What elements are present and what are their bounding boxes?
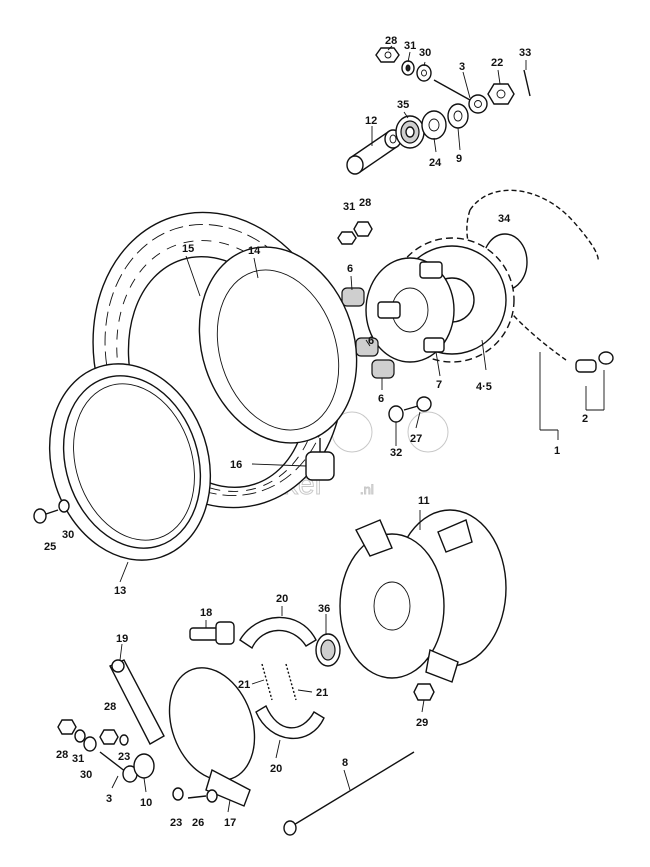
callout-35: 35 [397, 99, 409, 111]
master-link-2-part [575, 351, 614, 373]
nut-28-part [375, 47, 400, 63]
nut-29-part [413, 683, 435, 701]
bearing-36-part [315, 633, 341, 667]
callout-11: 11 [418, 495, 430, 507]
washer-32-part [388, 405, 404, 423]
brake-shoe-upper-20-part [239, 616, 317, 650]
callout-21-left: 21 [238, 679, 250, 691]
adjuster-3-part [433, 79, 471, 101]
washer-23-lower-part [172, 787, 184, 801]
callout-22: 22 [491, 57, 503, 69]
callout-10: 10 [140, 797, 152, 809]
callout-6-b: 6 [368, 335, 374, 347]
callout-27: 27 [410, 433, 422, 445]
callout-16: 16 [230, 459, 242, 471]
inner-tube-14-part [198, 246, 358, 444]
nut-28-lower-part [57, 719, 77, 735]
washer-23-part [119, 734, 129, 746]
callout-29: 29 [416, 717, 428, 729]
nut-31-upper-part [337, 231, 357, 245]
callout-6-a: 6 [347, 263, 353, 275]
hub-11-part [339, 509, 507, 683]
callout-14: 14 [248, 245, 261, 257]
callout-3-lower: 3 [106, 793, 112, 805]
callout-15: 15 [182, 243, 194, 255]
callout-8: 8 [342, 757, 348, 769]
callout-28-upper: 28 [359, 197, 371, 209]
washer-30-left-part [58, 499, 70, 513]
callout-7: 7 [436, 379, 442, 391]
callout-30-lower: 30 [80, 769, 92, 781]
callout-3: 3 [459, 61, 465, 73]
brake-shoe-lower-20-part [255, 704, 325, 740]
callout-2: 2 [582, 413, 588, 425]
callout-25: 25 [44, 541, 56, 553]
callout-13: 13 [114, 585, 126, 597]
callout-23-mid: 23 [118, 751, 130, 763]
bolt-26-part [187, 789, 218, 803]
collar-24-part [421, 110, 447, 140]
callout-24: 24 [429, 157, 442, 169]
callout-20-upper: 20 [276, 593, 288, 605]
callout-6-c: 6 [378, 393, 384, 405]
callout-21-right: 21 [316, 687, 328, 699]
leader-lines [111, 45, 605, 813]
callout-31: 31 [404, 40, 416, 52]
callout-31-upper: 31 [343, 201, 355, 213]
callout-33: 33 [519, 47, 531, 59]
spring-21-left-part [261, 663, 273, 701]
watermark-wheel-icon [407, 411, 449, 453]
brake-panel-17-part [168, 667, 256, 807]
damper-6-part [371, 359, 395, 379]
callout-26: 26 [192, 817, 204, 829]
callout-28-lower: 28 [56, 749, 68, 761]
callout-36: 36 [318, 603, 330, 615]
callout-9: 9 [456, 153, 462, 165]
sprocket-carrier-7-part [365, 257, 455, 363]
spring-21-right-part [285, 663, 297, 701]
washer-30-part [416, 64, 432, 82]
washer-9-part [447, 103, 469, 129]
brake-arm-19-part [109, 659, 165, 745]
bolt-25-part [33, 508, 59, 524]
callout-18: 18 [200, 607, 212, 619]
nut-28-upper-part [353, 221, 373, 237]
bolt-27-part [403, 396, 432, 412]
callout-17: 17 [224, 817, 236, 829]
callout-34: 34 [498, 213, 511, 225]
callout-28: 28 [385, 35, 397, 47]
rim-13-part [48, 363, 212, 561]
callout-1: 1 [554, 445, 560, 457]
adjuster-3-lower-part [99, 751, 138, 783]
washer-30-lower-part [83, 736, 97, 752]
brake-cam-18-part [189, 621, 235, 645]
damper-6-part [341, 287, 365, 307]
callout-4-5: 4·5 [476, 381, 492, 393]
adjuster-plate-part [468, 94, 488, 114]
callout-numbers: 28 31 30 3 22 33 35 12 24 9 31 28 34 15 … [44, 35, 588, 829]
callout-31-lower: 31 [72, 753, 84, 765]
castle-nut-22-part [487, 83, 515, 105]
axle-assembly [346, 47, 531, 175]
washer-10-part [133, 753, 155, 779]
callout-32: 32 [390, 447, 402, 459]
bearing-35-part [395, 115, 425, 149]
callout-30: 30 [419, 47, 431, 59]
cotter-pin-33-part [523, 69, 531, 97]
callout-28-mid: 28 [104, 701, 116, 713]
spacer-12-part [346, 129, 402, 175]
watermark-suffix: .nl [360, 482, 374, 497]
callout-30-left: 30 [62, 529, 74, 541]
washer-31-lower-part [74, 729, 86, 743]
callout-12: 12 [365, 115, 377, 127]
valve-16-part [305, 438, 335, 481]
callout-19: 19 [116, 633, 128, 645]
nut-28-mid-part [99, 729, 119, 745]
axle-8-part [283, 751, 415, 836]
callout-20-lower: 20 [270, 763, 282, 775]
callout-23-lower: 23 [170, 817, 182, 829]
